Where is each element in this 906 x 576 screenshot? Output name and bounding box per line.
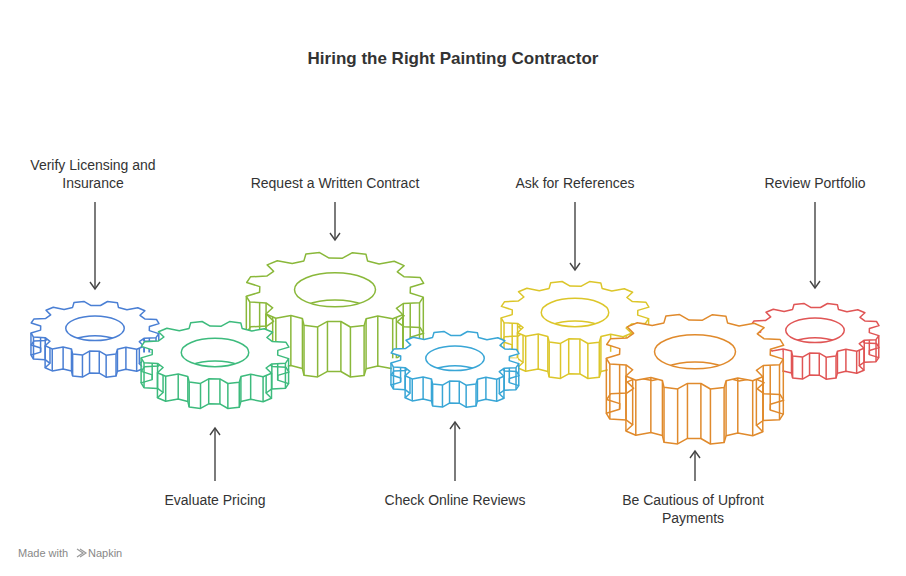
gear-shape [605, 314, 785, 445]
gear-node: Check Online Reviews [390, 331, 520, 408]
gear-shape [390, 331, 520, 408]
leader-arrow [330, 202, 340, 240]
gear-label: Evaluate Pricing [135, 491, 295, 509]
leader-arrow [90, 202, 100, 289]
leader-arrow [450, 422, 460, 481]
gear-node: Evaluate Pricing [140, 321, 290, 409]
gear-label: Verify Licensing and Insurance [13, 156, 173, 192]
watermark-text: Napkin [88, 547, 122, 559]
leader-arrow [210, 428, 220, 481]
gear-label: Be Cautious of Upfront Payments [606, 491, 781, 527]
gear-label: Check Online Reviews [355, 491, 555, 509]
watermark-text: Made with [18, 547, 68, 559]
gear-label: Review Portfolio [735, 174, 895, 192]
gear-node: Be Cautious of Upfront Payments [605, 314, 785, 445]
leader-arrow [810, 202, 820, 288]
gear-label: Ask for References [485, 174, 665, 192]
gear-shape [140, 321, 290, 409]
leader-arrow [690, 451, 700, 481]
diagram-title: Hiring the Right Painting Contractor [0, 49, 906, 69]
gear-label: Request a Written Contract [225, 174, 445, 192]
leader-arrow [570, 202, 580, 270]
